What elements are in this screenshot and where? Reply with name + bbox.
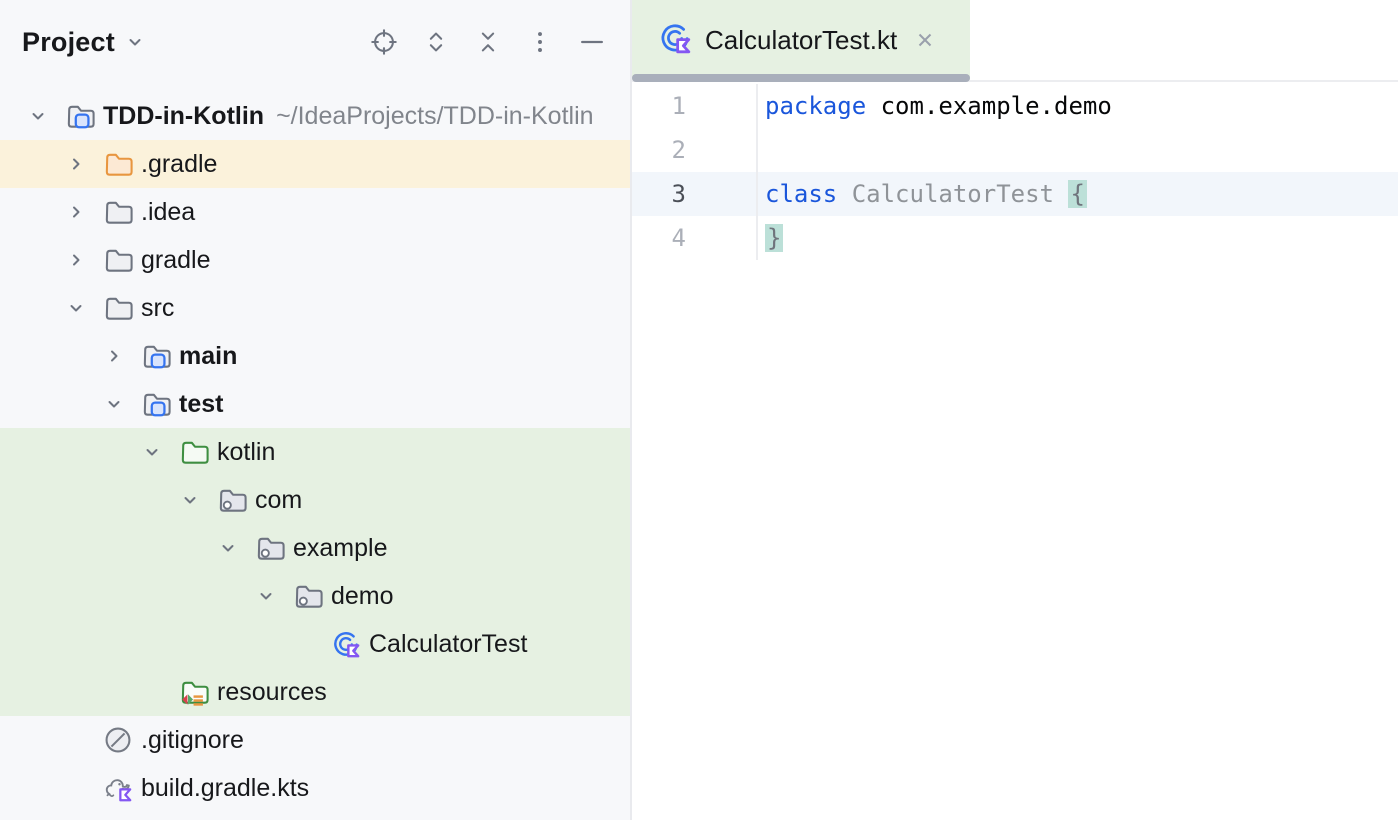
collapse-all-button[interactable] (468, 22, 508, 62)
chevron-right-icon[interactable] (66, 250, 86, 270)
code-text: } (765, 224, 784, 252)
locate-file-icon (369, 27, 399, 57)
project-panel-header: Project (0, 0, 630, 84)
tree-item--gitignore[interactable]: .gitignore (0, 716, 630, 764)
tree-item-label: demo (331, 581, 394, 610)
chevron-down-icon[interactable] (218, 538, 238, 558)
project-tree: TDD-in-Kotlin ~/IdeaProjects/TDD-in-Kotli… (0, 84, 630, 812)
chevron-down-icon[interactable] (142, 442, 162, 462)
folder-icon (103, 245, 133, 275)
code-text: package com.example.demo (765, 92, 1112, 120)
chevron-spacer (294, 634, 314, 654)
line-number: 2 (632, 128, 758, 172)
folder-icon (103, 293, 133, 323)
chevron-right-icon[interactable] (66, 154, 86, 174)
hide-panel-button[interactable] (572, 22, 612, 62)
tree-item-label: example (293, 533, 388, 562)
tree-item-label: TDD-in-Kotlin (103, 101, 265, 130)
tree-item-com[interactable]: com (0, 476, 630, 524)
tree-item-calculatortest[interactable]: CalculatorTest (0, 620, 630, 668)
tab-calculatortest[interactable]: CalculatorTest.kt (632, 0, 970, 82)
kotlin-test-class-icon (331, 629, 361, 659)
chevron-right-icon[interactable] (66, 202, 86, 222)
module-folder-icon (141, 389, 171, 419)
tree-item-demo[interactable]: demo (0, 572, 630, 620)
tree-item-src[interactable]: src (0, 284, 630, 332)
tab-title: CalculatorTest.kt (705, 24, 898, 55)
tree-item-label: gradle (141, 245, 211, 274)
tree-item-label: com (255, 485, 303, 514)
code-line-2: 2 (632, 128, 1398, 172)
test-resources-icon (179, 677, 209, 707)
expand-all-button[interactable] (416, 22, 456, 62)
line-number: 3 (632, 172, 758, 216)
tree-item-label: build.gradle.kts (141, 773, 310, 802)
folder-orange-icon (103, 149, 133, 179)
chevron-spacer (142, 682, 162, 702)
folder-green-icon (179, 437, 209, 467)
tree-item-main[interactable]: main (0, 332, 630, 380)
chevron-down-icon[interactable] (66, 298, 86, 318)
active-tab-indicator (632, 74, 970, 82)
package-icon (255, 533, 285, 563)
package-icon (293, 581, 323, 611)
chevron-down-icon[interactable] (104, 394, 124, 414)
editor-tab-bar: CalculatorTest.kt (632, 0, 1398, 82)
hide-panel-icon (577, 27, 607, 57)
folder-icon (103, 197, 133, 227)
tree-item-label: .gitignore (141, 725, 244, 754)
tree-item-build-gradle-kts[interactable]: build.gradle.kts (0, 764, 630, 812)
module-folder-icon (65, 101, 95, 131)
more-options-button[interactable] (520, 22, 560, 62)
tree-item-label: src (141, 293, 175, 322)
tree-item--idea[interactable]: .idea (0, 188, 630, 236)
project-path: ~/IdeaProjects/TDD-in-Kotlin (276, 101, 594, 130)
project-tool-window: Project TDD-in-Kotlin ~/IdeaProjects/TDD-… (0, 0, 632, 820)
tree-item-gradle[interactable]: gradle (0, 236, 630, 284)
chevron-down-icon[interactable] (28, 106, 48, 126)
close-icon[interactable] (912, 27, 938, 53)
package-icon (217, 485, 247, 515)
line-number: 1 (632, 84, 758, 128)
expand-all-icon (421, 27, 451, 57)
collapse-all-icon (473, 27, 503, 57)
code-text: class CalculatorTest { (765, 180, 1087, 208)
code-line-4: 4} (632, 216, 1398, 260)
tree-item-example[interactable]: example (0, 524, 630, 572)
chevron-down-icon[interactable] (125, 32, 145, 52)
tree-item-label: .gradle (141, 149, 218, 178)
chevron-right-icon[interactable] (104, 346, 124, 366)
project-panel-toolbar (364, 22, 612, 62)
module-folder-icon (141, 341, 171, 371)
tree-item-kotlin[interactable]: kotlin (0, 428, 630, 476)
select-opened-file-button[interactable] (364, 22, 404, 62)
tree-item-label: .idea (141, 197, 196, 226)
chevron-down-icon[interactable] (180, 490, 200, 510)
chevron-spacer (66, 730, 86, 750)
gradle-kotlin-script-icon (103, 773, 133, 803)
code-text (758, 128, 765, 172)
ignored-file-icon (103, 725, 133, 755)
tree-item-label: test (179, 389, 224, 418)
tree-item--gradle[interactable]: .gradle (0, 140, 630, 188)
tree-item-test[interactable]: test (0, 380, 630, 428)
chevron-spacer (66, 778, 86, 798)
tree-item-label: main (179, 341, 238, 370)
line-number: 4 (632, 216, 758, 260)
project-panel-title[interactable]: Project (22, 26, 115, 57)
tree-item-tdd-in-kotlin[interactable]: TDD-in-Kotlin ~/IdeaProjects/TDD-in-Kotli… (0, 92, 630, 140)
tree-item-label: resources (217, 677, 327, 706)
tree-item-resources[interactable]: resources (0, 668, 630, 716)
tree-item-label: CalculatorTest (369, 629, 528, 658)
tree-item-label: kotlin (217, 437, 276, 466)
chevron-down-icon[interactable] (256, 586, 276, 606)
kotlin-test-class-icon (658, 21, 692, 60)
more-options-icon (525, 27, 555, 57)
